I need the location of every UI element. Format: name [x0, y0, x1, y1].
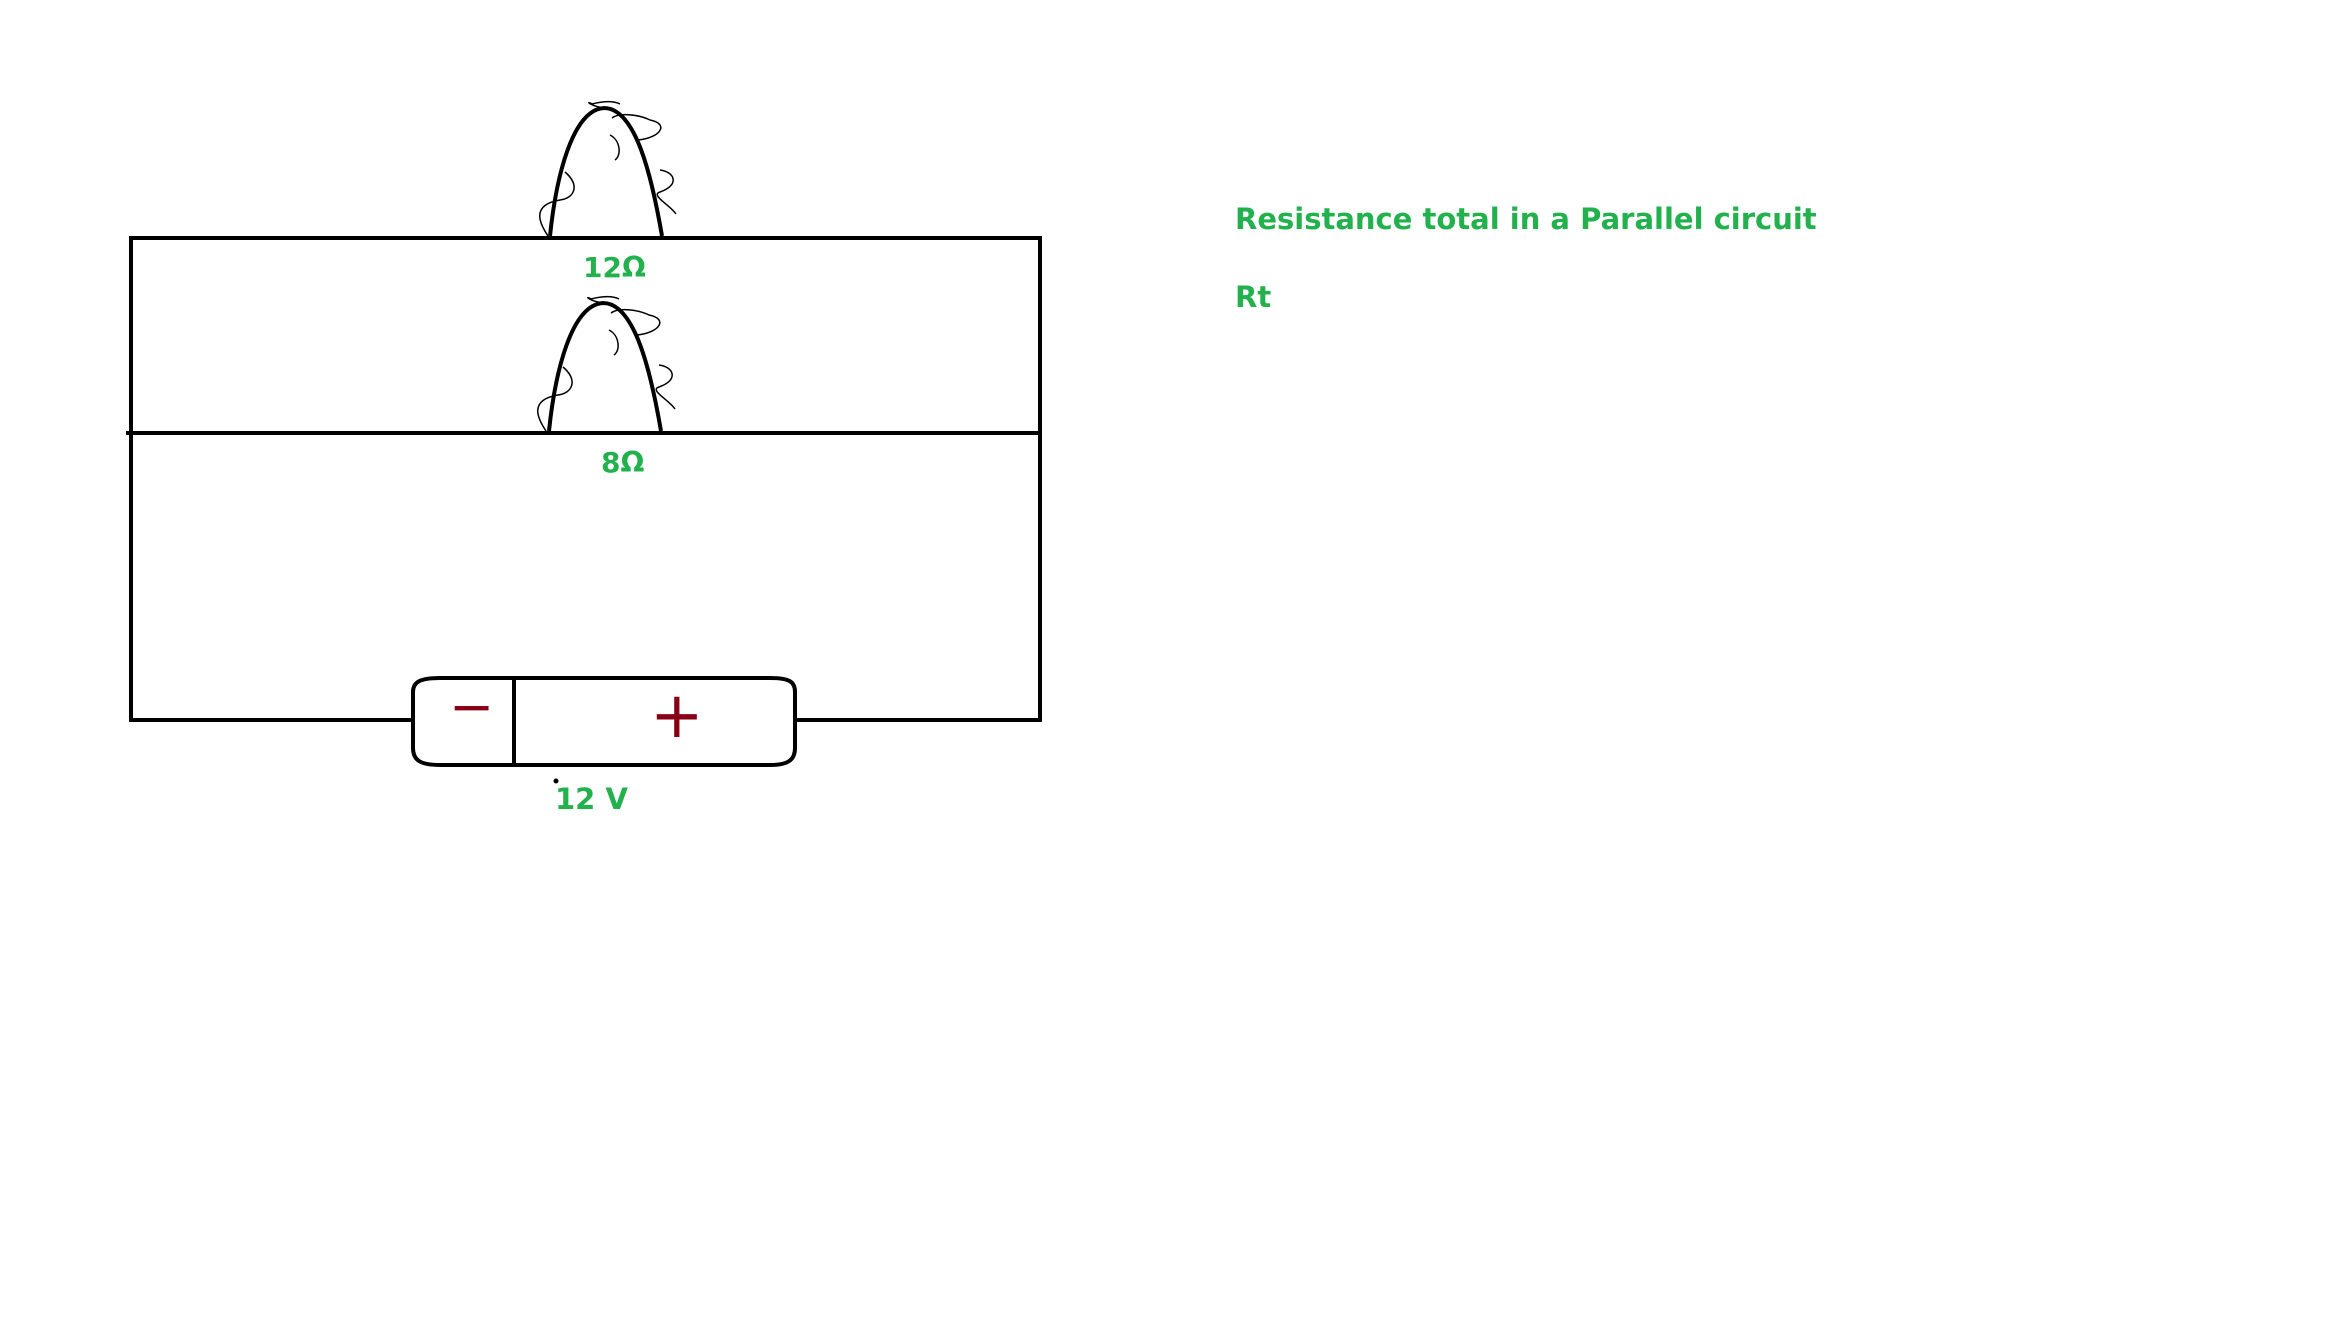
bulb-icon [539, 100, 677, 237]
bulb-bottom-glass [547, 300, 663, 432]
resistor-bottom-label: 8Ω [601, 446, 645, 479]
battery-body [411, 676, 797, 767]
resistor-top-label: 12Ω [583, 251, 646, 284]
bulb-top-glass [548, 105, 664, 237]
formula-label: Rt [1235, 280, 1272, 314]
battery-negative-terminal: − [449, 675, 495, 738]
stray-dot [553, 778, 559, 784]
bulb-bottom-filament [537, 295, 676, 432]
circuit-wires [126, 236, 1042, 722]
bulb-top-filament [539, 100, 677, 237]
battery-icon [411, 676, 797, 784]
page-heading: Resistance total in a Parallel circuit [1235, 202, 1817, 236]
battery-voltage-label: 12 V [555, 782, 628, 816]
bulb-icon [537, 295, 676, 432]
battery-positive-terminal: + [650, 679, 704, 753]
